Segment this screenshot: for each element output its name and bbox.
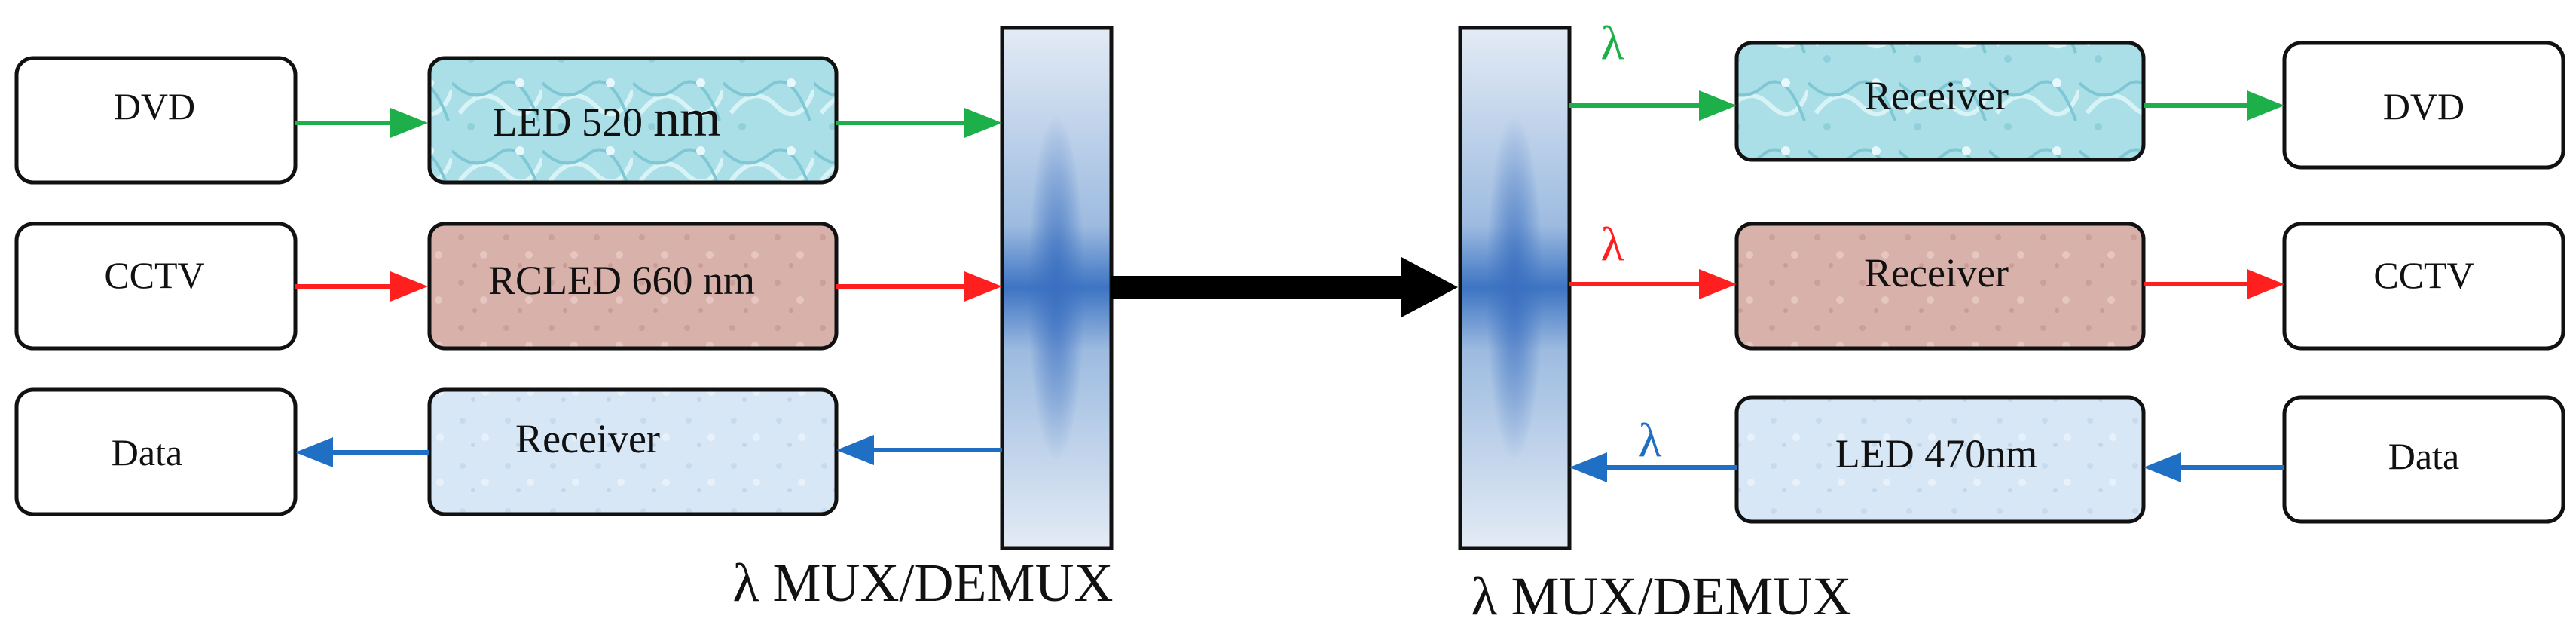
arrowhead-red-receiver-to-cctv xyxy=(2247,269,2284,299)
left-arrows xyxy=(295,108,1002,467)
dvd-source-box xyxy=(14,56,298,185)
cctv-sink-box xyxy=(2282,222,2565,351)
right-mux-core xyxy=(1486,115,1543,461)
data-source-box xyxy=(2282,395,2565,524)
arrowhead-green-receiver-to-dvd xyxy=(2247,90,2284,121)
arrowhead-led520-to-mux xyxy=(964,108,1002,138)
fiber-link xyxy=(1111,257,1458,317)
arrowhead-receiver-to-data xyxy=(295,437,333,467)
dvd-sink-label: DVD xyxy=(2383,85,2464,127)
arrowhead-dvd-to-led520 xyxy=(390,108,428,138)
arrowhead-data-to-led470 xyxy=(2144,452,2181,482)
arrowhead-mux-to-receiver xyxy=(836,435,874,465)
arrowhead-mux-to-red-receiver xyxy=(1699,269,1737,299)
right-mux-label: λ MUX/DEMUX xyxy=(1471,566,1852,626)
left-mux xyxy=(1000,26,1114,550)
right-receiver-green-module xyxy=(1734,41,2146,162)
arrowhead-rcled-to-mux xyxy=(964,271,1002,302)
cctv-source-label: CCTV xyxy=(104,254,204,296)
fiber-link-line xyxy=(1111,276,1409,299)
data-sink-label: Data xyxy=(112,431,182,473)
left-mux-label: λ MUX/DEMUX xyxy=(733,553,1114,613)
arrowhead-cctv-to-rcled xyxy=(390,271,428,302)
dvd-sink-box xyxy=(2282,41,2565,170)
rcled-660-label: RCLED 660 nm xyxy=(488,258,755,303)
led-470-label: LED 470nm xyxy=(1835,431,2037,476)
lambda-blue: λ xyxy=(1638,413,1661,467)
lambda-red: λ xyxy=(1600,217,1624,271)
arrowhead-mux-to-green-receiver xyxy=(1699,90,1737,121)
right-arrows xyxy=(1569,90,2284,482)
dvd-source-label: DVD xyxy=(114,85,195,127)
lambda-green: λ xyxy=(1600,16,1624,69)
right-mux xyxy=(1458,26,1572,550)
right-io-boxes: DVD CCTV Data xyxy=(2282,41,2565,524)
fiber-link-arrowhead xyxy=(1401,257,1458,317)
led-520-module xyxy=(427,56,839,185)
left-receiver-label: Receiver xyxy=(515,416,660,461)
right-modules: Receiver Receiver LED 470nm xyxy=(1734,41,2146,524)
right-receiver-red-label: Receiver xyxy=(1864,250,2009,296)
cctv-sink-label: CCTV xyxy=(2373,254,2474,296)
right-receiver-green-label: Receiver xyxy=(1864,73,2009,118)
led-470-module xyxy=(1734,395,2146,524)
left-io-boxes: DVD CCTV Data xyxy=(14,56,298,516)
left-mux-core xyxy=(1028,115,1085,461)
data-sink-box xyxy=(14,387,298,516)
data-source-label: Data xyxy=(2388,435,2459,477)
arrowhead-led470-to-mux xyxy=(1569,452,1607,482)
